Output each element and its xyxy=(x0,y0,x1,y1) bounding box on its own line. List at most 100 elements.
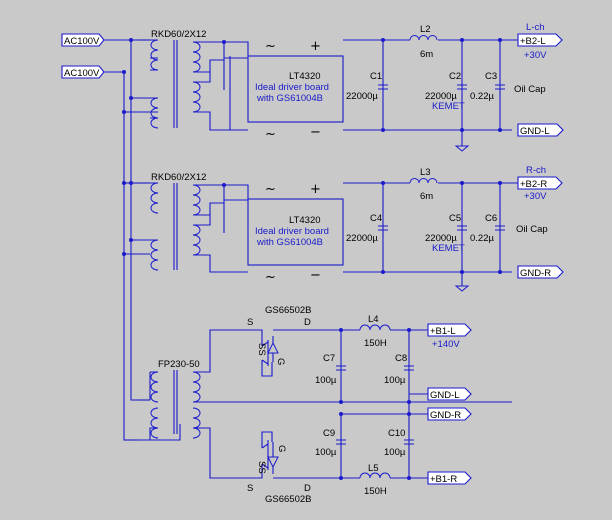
bridge-mid-ac-in: ~ xyxy=(265,182,276,197)
bridge-top-minus: − xyxy=(310,125,321,140)
port-b1l: +B1-L xyxy=(427,323,472,337)
port-gndl-1: GND-L xyxy=(517,123,564,137)
mosfet-bot-d: D xyxy=(304,483,311,494)
port-b1l-label: +B1-L xyxy=(430,326,456,337)
bridge-mid-minus: − xyxy=(310,268,321,283)
bridge-mid-line3: with GS61004B xyxy=(256,237,323,248)
capacitor-c8-value: 100µ xyxy=(384,375,406,386)
junction xyxy=(407,476,411,480)
port-b2r: +B2-R xyxy=(517,176,563,190)
port-gndr-1: GND-R xyxy=(517,265,564,279)
port-gndl-2: GND-L xyxy=(427,387,472,401)
high-voltage-label: +140V xyxy=(432,339,460,350)
junction xyxy=(129,38,133,42)
transformer-t1-label: RKD60/2X12 xyxy=(151,29,206,40)
capacitor-c8: C8 100µ xyxy=(384,353,414,386)
ac-port-2-label: AC100V xyxy=(64,68,100,79)
junction xyxy=(122,110,126,114)
mosfet-bot-ref: GS66502B xyxy=(265,494,311,505)
bridge-top-line2: Ideal driver board xyxy=(255,82,329,93)
mid-rail xyxy=(343,182,518,292)
channel-right-voltage: +30V xyxy=(524,191,547,202)
capacitor-c10: C10 100µ xyxy=(384,428,414,458)
capacitor-c1-ref: C1 xyxy=(370,71,382,82)
inductor-l5-value: 150H xyxy=(364,486,387,497)
transformer-t3: FP230-50 xyxy=(149,329,512,479)
capacitor-c10-value: 100µ xyxy=(384,447,406,458)
capacitor-c9-value: 100µ xyxy=(315,447,337,458)
capacitor-c8-ref: C8 xyxy=(395,353,407,364)
transformer-t3-label: FP230-50 xyxy=(158,359,200,370)
inductor-l2-ref: L2 xyxy=(420,24,431,35)
mosfet-bot-ss: SS xyxy=(256,461,267,474)
gnd-link xyxy=(408,402,428,415)
junction xyxy=(381,270,385,274)
port-gndr-2-label: GND-R xyxy=(430,410,461,421)
capacitor-c3-value: 0.22µ xyxy=(470,91,494,102)
junction xyxy=(129,96,133,100)
inductor-l3: L3 6m xyxy=(409,167,438,202)
junction xyxy=(460,38,464,42)
inductor-l3-ref: L3 xyxy=(420,167,431,178)
junction xyxy=(339,328,343,332)
port-gndl-2-label: GND-L xyxy=(430,390,460,401)
capacitor-c6-value: 0.22µ xyxy=(470,233,494,244)
port-gndl-1-label: GND-L xyxy=(520,126,550,137)
capacitor-c4-value: 22000µ xyxy=(346,233,378,244)
port-b1r-label: +B1-R xyxy=(430,474,457,485)
capacitor-c1: C1 22000µ xyxy=(346,71,388,102)
inductor-l5-ref: L5 xyxy=(368,463,379,474)
bridge-top-line3: with GS61004B xyxy=(256,93,323,104)
mosfet-bot-s: S xyxy=(247,483,253,494)
capacitor-c2-note: KEMET xyxy=(432,101,465,112)
inductor-l2-value: 6m xyxy=(420,49,433,60)
capacitor-c7-ref: C7 xyxy=(323,353,335,364)
bridge-mid-ac-in: ~ xyxy=(265,270,276,285)
mosfet-top-s: S xyxy=(247,317,253,328)
junction xyxy=(339,476,343,480)
transformer-t2: RKD60/2X12 xyxy=(150,172,248,273)
junction xyxy=(339,412,343,416)
capacitor-c7: C7 100µ xyxy=(315,353,346,386)
capacitor-c3-note: Oil Cap xyxy=(514,84,546,95)
capacitor-c10-ref: C10 xyxy=(388,428,405,439)
junction xyxy=(460,128,464,132)
capacitor-c5-ref: C5 xyxy=(449,213,461,224)
capacitor-c4: C4 22000µ xyxy=(346,213,388,244)
mosfet-bot: GS66502B S D G SS xyxy=(247,431,311,505)
capacitor-c5: C5 22000µ KEMET xyxy=(425,213,467,254)
junction xyxy=(122,252,126,256)
bridge-top-ac-in: ~ xyxy=(265,39,276,54)
inductor-l3-value: 6m xyxy=(420,191,433,202)
inductor-l4: L4 150H xyxy=(359,314,391,349)
capacitor-c5-note: KEMET xyxy=(432,243,465,254)
capacitor-c6: C6 0.22µ Oil Cap xyxy=(470,213,548,244)
junction xyxy=(460,270,464,274)
capacitor-c3-ref: C3 xyxy=(485,71,497,82)
bridge-top-ac-in: ~ xyxy=(265,127,276,142)
junction xyxy=(498,38,502,42)
transformer-t2-label: RKD60/2X12 xyxy=(151,172,206,183)
junction xyxy=(460,181,464,185)
port-b2l-label: +B2-L xyxy=(520,36,546,47)
junction xyxy=(129,181,133,185)
port-b1r: +B1-R xyxy=(427,471,472,485)
port-gndr-1-label: GND-R xyxy=(520,268,551,279)
capacitor-c2-value: 22000µ xyxy=(425,91,457,102)
channel-right-name: R-ch xyxy=(526,165,546,176)
mosfet-top-g: G xyxy=(275,358,286,365)
junction xyxy=(407,412,411,416)
junction xyxy=(339,400,343,404)
junction xyxy=(381,181,385,185)
inductor-l4-value: 150H xyxy=(364,338,387,349)
junction xyxy=(407,328,411,332)
bridge-mid-line1: LT4320 xyxy=(289,215,321,226)
ac-port-1: AC100V xyxy=(61,33,105,47)
ac-input-wires xyxy=(104,39,181,441)
mosfet-top-ss: SS xyxy=(256,343,267,356)
bridge-top: LT4320 Ideal driver board with GS61004B … xyxy=(224,39,344,142)
mosfet-top: GS66502B S D G SS xyxy=(247,305,311,377)
capacitor-c1-value: 22000µ xyxy=(346,91,378,102)
junction xyxy=(498,270,502,274)
inductor-l4-ref: L4 xyxy=(368,314,379,325)
